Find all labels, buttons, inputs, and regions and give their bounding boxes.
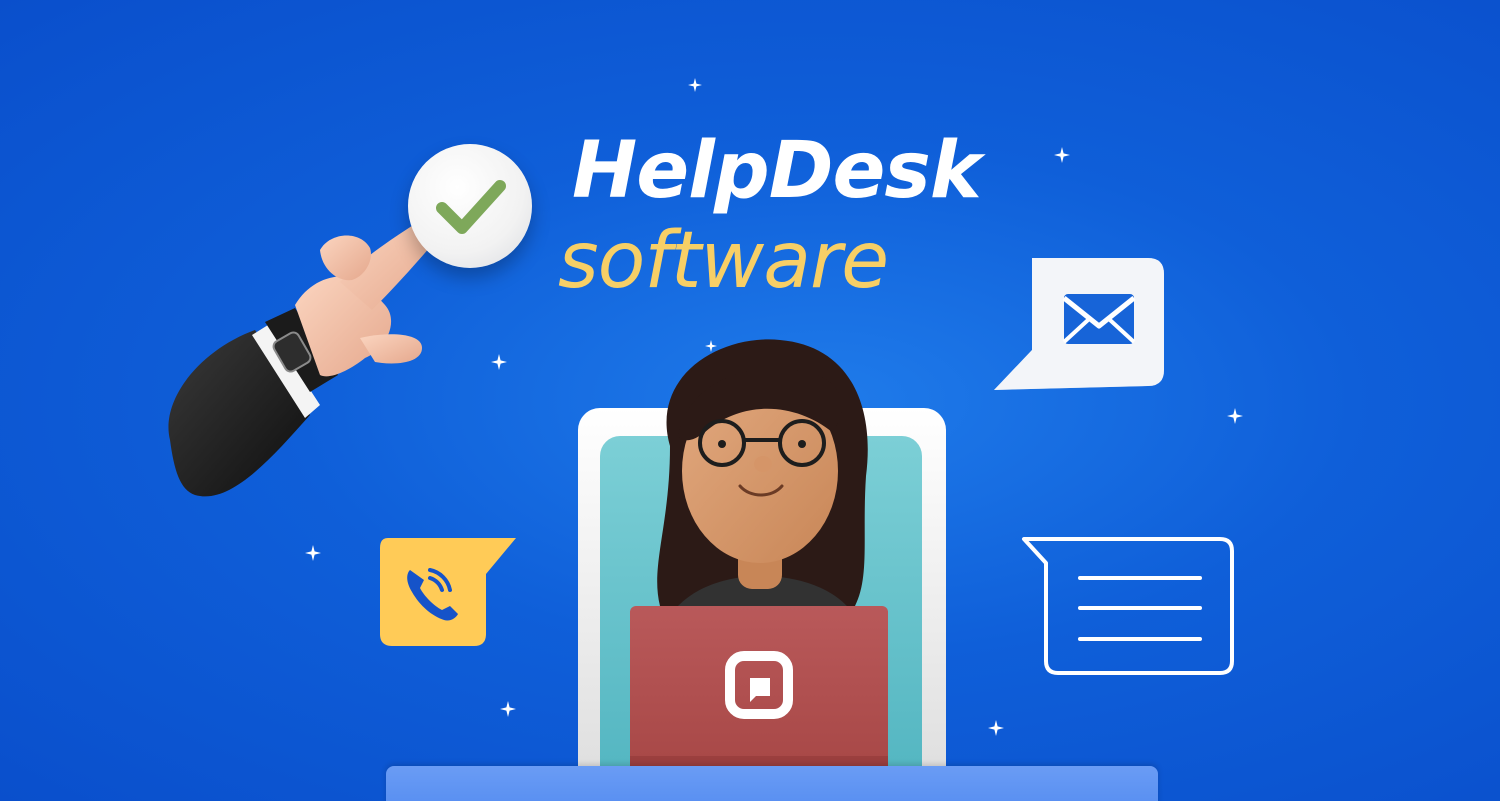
sparkle-icon — [988, 720, 1004, 736]
sparkle-icon — [500, 701, 516, 717]
sparkle-icon — [705, 340, 717, 352]
envelope-icon — [1062, 294, 1136, 344]
sparkle-icon — [491, 354, 507, 370]
sparkle-icon — [1054, 147, 1070, 163]
desk — [386, 766, 1158, 801]
check-icon — [436, 180, 506, 234]
banner-subtitle: software — [558, 216, 889, 306]
phone-bubble — [378, 534, 520, 650]
chat-lines-icon — [1078, 576, 1202, 641]
sparkle-icon — [305, 545, 321, 561]
chat-bubble — [1020, 533, 1238, 678]
mail-bubble — [992, 254, 1167, 394]
pointing-hand-icon — [160, 210, 440, 510]
check-badge — [408, 144, 532, 268]
sparkle-icon — [1227, 408, 1243, 424]
support-agent-illustration — [570, 336, 950, 801]
phone-call-icon — [407, 568, 458, 621]
chat-square-logo — [725, 651, 793, 719]
banner-title: HelpDesk — [572, 126, 982, 216]
sparkle-icon — [688, 78, 702, 92]
